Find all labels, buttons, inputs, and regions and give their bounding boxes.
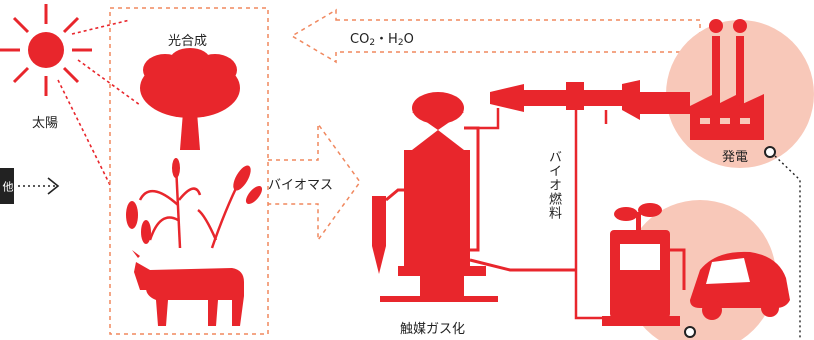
turbine-pipes <box>478 108 608 286</box>
h2o-text: O <box>403 32 414 47</box>
biomass-arrow <box>268 121 361 243</box>
co2-arrow <box>290 8 701 64</box>
power-label: 発電 <box>722 150 749 165</box>
sun-rays <box>57 19 141 186</box>
co2-subscript: 2 <box>369 38 376 48</box>
co2-text: CO <box>350 32 370 47</box>
sprout-icon <box>614 203 662 230</box>
h2o-subscript: 2 <box>397 38 404 48</box>
photosynthesis-label: 光合成 <box>168 34 208 49</box>
sun-icon <box>0 4 92 96</box>
gasifier-icon <box>372 92 498 302</box>
sun-label: 太陽 <box>32 116 59 131</box>
cow-icon <box>132 250 244 326</box>
gasification-label: 触媒ガス化 <box>400 322 466 337</box>
power-node[interactable] <box>764 146 776 158</box>
biofuel-line <box>574 286 602 320</box>
gasifier-pipes <box>385 126 575 272</box>
turbine-icon <box>490 80 640 120</box>
fuel-node[interactable] <box>684 326 696 338</box>
wheat-icon <box>197 165 263 249</box>
connector-line <box>774 155 801 340</box>
fuel-pump-screen <box>620 244 660 270</box>
side-tab[interactable]: 他 <box>0 168 14 204</box>
rice-icon <box>126 158 202 249</box>
co2-label: CO2・H2O <box>350 28 414 48</box>
biofuel-label: バイオ燃料 <box>546 150 561 220</box>
factory-windows <box>700 118 750 124</box>
plants-box <box>109 7 269 335</box>
factory-icon <box>640 19 764 140</box>
car-window <box>706 258 750 284</box>
tree-icon <box>140 48 240 150</box>
co2-mid: ・H <box>375 32 398 47</box>
side-arrow <box>18 177 60 195</box>
biomass-label: バイオマス <box>268 178 334 193</box>
